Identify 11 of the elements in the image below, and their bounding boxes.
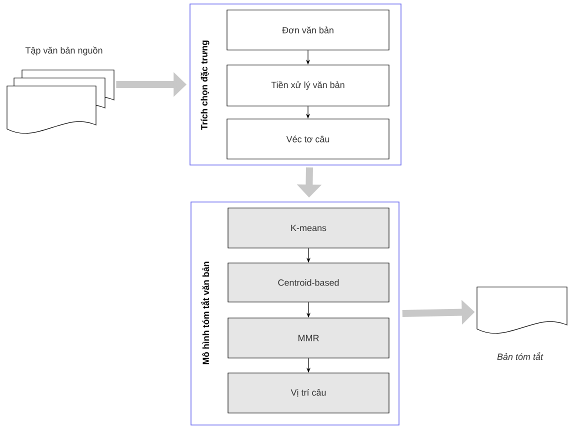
process-box: Tiền xử lý văn bản [226, 64, 390, 106]
node-label: Tập văn bản nguồn [25, 46, 102, 56]
node-label: Bản tóm tắt [497, 352, 544, 360]
group-heading: Trích chọn đặc trưng [200, 40, 210, 130]
process-box: Vị trí câu [228, 372, 390, 414]
process-box: Véc tơ câu [226, 118, 390, 160]
process-box: K-means [228, 208, 390, 248]
group-heading: Mô hình tóm tắt văn bản [200, 262, 210, 364]
process-box: MMR [228, 318, 390, 358]
process-box: Đơn văn bản [226, 10, 390, 50]
process-box: Centroid-based [228, 262, 390, 302]
